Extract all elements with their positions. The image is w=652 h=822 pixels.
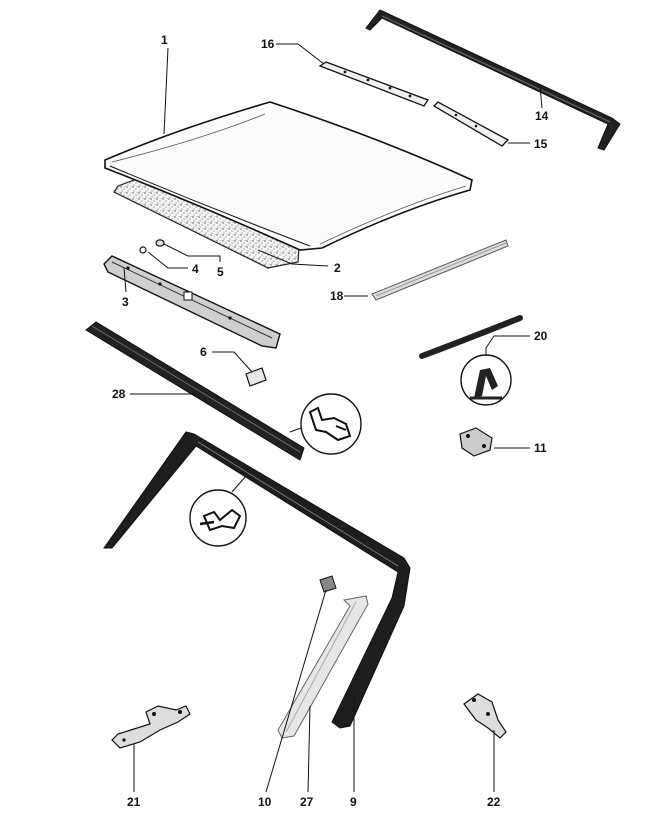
part-number-9: 9 — [350, 795, 357, 809]
part-number-22: 22 — [487, 795, 501, 809]
part-number-28: 28 — [112, 387, 126, 401]
seal-strip-part-20 — [419, 315, 523, 359]
part-number-18: 18 — [330, 289, 344, 303]
part-number-4: 4 — [192, 262, 199, 276]
leader-1 — [163, 47, 169, 135]
leader-14 — [539, 85, 543, 109]
part-number-20: 20 — [534, 329, 548, 343]
plug-part-6 — [245, 367, 267, 387]
part-number-10: 10 — [258, 795, 272, 809]
part-number-21: 21 — [127, 795, 141, 809]
leader-3 — [123, 267, 127, 293]
clip-part-4 — [139, 246, 147, 254]
window-seal-part-28 — [85, 321, 305, 461]
part-number-11: 11 — [534, 441, 547, 455]
leader-6 — [212, 351, 253, 373]
latch-part-22 — [463, 693, 507, 739]
seal-profile-detail-20 — [460, 354, 512, 406]
part-number-27: 27 — [300, 795, 314, 809]
leader-lines — [123, 43, 543, 793]
leader-5 — [163, 243, 221, 262]
part-number-16: 16 — [261, 37, 275, 51]
leader-profile-9 — [231, 475, 247, 493]
roof-strip-part-15 — [432, 101, 510, 147]
leader-10 — [265, 589, 327, 793]
part-number-3: 3 — [122, 295, 129, 309]
seal-profile-detail-9 — [189, 489, 247, 547]
roof-strip-part-16 — [318, 61, 429, 107]
part-number-15: 15 — [534, 137, 548, 151]
roof-rail-part-3 — [103, 255, 281, 349]
part-number-1: 1 — [161, 33, 168, 47]
door-seal-part-9 — [103, 431, 411, 729]
part-number-5: 5 — [217, 265, 224, 279]
seal-profile-detail-28 — [300, 393, 362, 455]
leader-2 — [257, 249, 329, 267]
part-number-14: 14 — [535, 109, 549, 123]
roof-seal-part-14 — [365, 9, 621, 151]
part-number-6: 6 — [200, 345, 207, 359]
leader-16 — [276, 43, 325, 65]
bracket-part-11 — [459, 427, 493, 457]
leader-profile-28 — [289, 427, 302, 433]
trim-strip-part-18 — [371, 239, 509, 301]
roof-panel-part — [104, 101, 473, 251]
clip-part-5 — [155, 239, 165, 247]
part-number-2: 2 — [334, 261, 341, 275]
leader-4 — [147, 251, 188, 269]
trim-part-27 — [277, 595, 369, 739]
part-number-labels: 1 2 3 4 5 6 9 10 11 14 15 16 18 20 21 22… — [112, 33, 549, 809]
hinge-part-21 — [111, 705, 191, 749]
leader-20 — [485, 335, 530, 356]
leader-27 — [307, 705, 311, 793]
clip-part-10 — [319, 575, 337, 593]
